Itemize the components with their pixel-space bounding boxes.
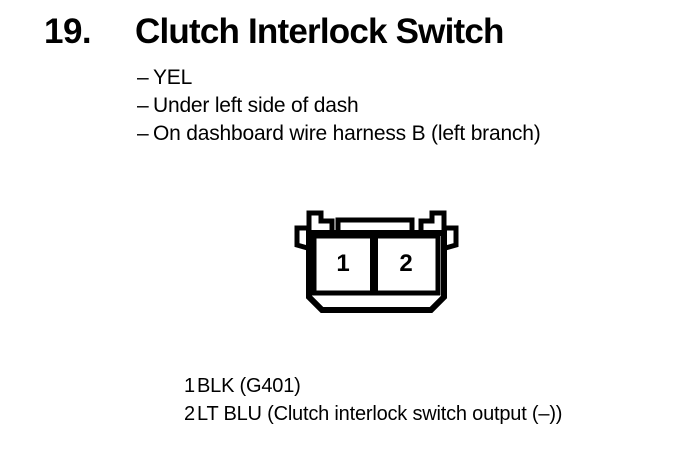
connector-left-tab-shape <box>306 210 335 233</box>
connector-detail-list: –YEL –Under left side of dash –On dashbo… <box>137 64 541 148</box>
dash-bullet: – <box>137 94 149 117</box>
dash-bullet: – <box>137 66 149 89</box>
legend-pin-description: BLK (G401) <box>197 375 301 397</box>
pin-2-label: 2 <box>399 250 412 277</box>
legend-pin-number: 2 <box>184 403 195 425</box>
detail-text: YEL <box>153 66 193 89</box>
detail-text: On dashboard wire harness B (left branch… <box>153 122 541 145</box>
connector-right-tab-shape <box>418 210 447 233</box>
legend-row-pin1: 1 BLK (G401) <box>184 372 562 400</box>
pin-cavity-divider <box>370 236 378 293</box>
connector-diagram: 1 2 <box>294 210 459 313</box>
pin-1-label: 1 <box>336 250 349 277</box>
dash-bullet: – <box>137 122 149 145</box>
detail-item-location: –Under left side of dash <box>137 92 541 120</box>
legend-row-pin2: 2 LT BLU (Clutch interlock switch output… <box>184 400 562 428</box>
pin-legend: 1 BLK (G401) 2 LT BLU (Clutch interlock … <box>184 372 562 428</box>
legend-pin-number: 1 <box>184 375 195 397</box>
item-number: 19. <box>44 12 92 51</box>
detail-item-color: –YEL <box>137 64 541 92</box>
legend-pin-description: LT BLU (Clutch interlock switch output (… <box>197 403 563 425</box>
detail-item-harness: –On dashboard wire harness B (left branc… <box>137 120 541 148</box>
page-title: Clutch Interlock Switch <box>135 12 504 51</box>
connector-top-bar-shape <box>335 217 415 233</box>
detail-text: Under left side of dash <box>153 94 359 117</box>
